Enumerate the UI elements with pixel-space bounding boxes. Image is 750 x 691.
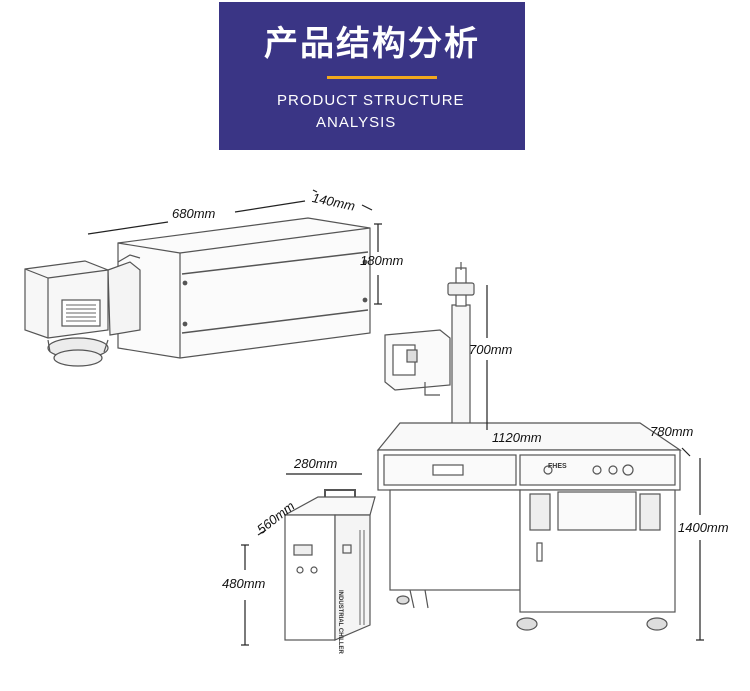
banner-accent-rule [327, 76, 437, 79]
column-height-label: 700mm [469, 342, 513, 357]
workbench-machine [376, 262, 682, 631]
banner-subtitle-line1: PRODUCT STRUCTURE [277, 92, 465, 109]
banner-subtitle-line2: ANALYSIS [316, 114, 397, 131]
table-depth-label: 780mm [650, 424, 694, 439]
chiller-unit [284, 489, 376, 641]
chiller-dimension-lines [241, 473, 362, 646]
chiller-side-label: INDUSTRIAL CHILLER [337, 590, 343, 654]
chiller-width-label: 280mm [294, 456, 338, 471]
total-height-label: 1400mm [678, 520, 729, 535]
workbench-dimension-lines [486, 285, 704, 641]
laser-height-label: 180mm [360, 253, 404, 268]
panel-brand-label: FHES [548, 463, 567, 470]
laser-source-unit [24, 217, 371, 367]
banner-title: 产品结构分析 [264, 24, 480, 64]
table-width-label: 1120mm [492, 430, 542, 445]
laser-length-label: 680mm [172, 206, 216, 221]
chiller-height-label: 480mm [222, 576, 266, 591]
laser-head-dimension-lines [87, 189, 382, 305]
header-banner: 产品结构分析 PRODUCT STRUCTURE ANALYSIS [219, 2, 525, 150]
